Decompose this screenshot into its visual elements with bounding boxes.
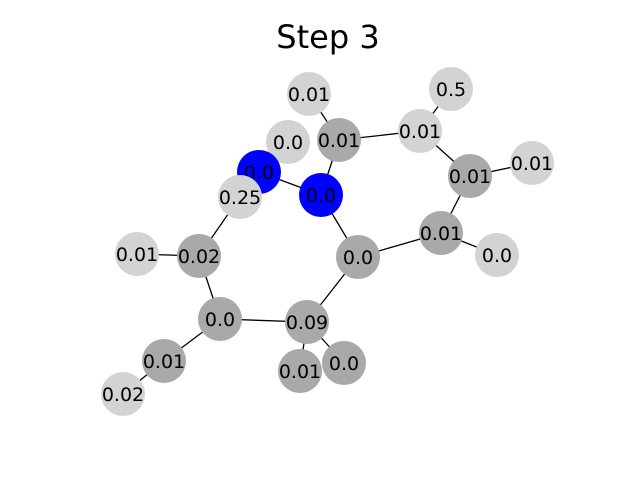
- graph-node: 0.25: [218, 175, 262, 219]
- node-label: 0.01: [116, 244, 158, 266]
- node-circle: [429, 67, 473, 111]
- node-circle: [510, 141, 554, 185]
- node-label: 0.02: [102, 384, 144, 406]
- node-layer: 0.01 0.5 0.0 0.01 0.01 0.01 0.0 0.01 0.25 0.0 0.01…: [101, 67, 554, 416]
- graph-node: 0.0: [266, 120, 310, 164]
- graph-node: 0.0: [475, 233, 519, 277]
- graph-node: 0.09: [285, 300, 329, 344]
- graph-node: 0.01: [398, 109, 442, 153]
- node-label: 0.0: [306, 185, 336, 207]
- node-circle: [322, 341, 366, 385]
- node-label: 0.01: [318, 130, 360, 152]
- graph-node: 0.0: [336, 235, 380, 279]
- graph-node: 0.0: [299, 173, 343, 217]
- node-label: 0.01: [449, 166, 491, 188]
- node-label: 0.0: [329, 353, 359, 375]
- node-circle: [317, 118, 361, 162]
- node-circle: [115, 232, 159, 276]
- node-circle: [419, 211, 463, 255]
- graph-node: 0.01: [448, 154, 492, 198]
- graph-node: 0.01: [142, 339, 186, 383]
- node-label: 0.0: [273, 132, 303, 154]
- node-circle: [448, 154, 492, 198]
- graph-node: 0.02: [101, 372, 145, 416]
- node-circle: [142, 339, 186, 383]
- graph-node: 0.01: [278, 349, 322, 393]
- node-label: 0.0: [343, 247, 373, 269]
- node-circle: [101, 372, 145, 416]
- node-circle: [198, 297, 242, 341]
- graph-node: 0.01: [317, 118, 361, 162]
- node-label: 0.01: [288, 84, 330, 106]
- node-label: 0.25: [219, 187, 261, 209]
- node-circle: [285, 300, 329, 344]
- node-label: 0.5: [436, 79, 466, 101]
- node-circle: [475, 233, 519, 277]
- node-label: 0.0: [482, 245, 512, 267]
- node-circle: [218, 175, 262, 219]
- node-label: 0.01: [143, 351, 185, 373]
- node-label: 0.01: [511, 153, 553, 175]
- node-circle: [177, 234, 221, 278]
- graph-node: 0.01: [419, 211, 463, 255]
- node-circle: [336, 235, 380, 279]
- node-label: 0.01: [420, 223, 462, 245]
- graph-node: 0.02: [177, 234, 221, 278]
- graph-node: 0.0: [198, 297, 242, 341]
- node-circle: [287, 72, 331, 116]
- node-label: 0.0: [205, 309, 235, 331]
- graph-node: 0.5: [429, 67, 473, 111]
- graph-node: 0.01: [287, 72, 331, 116]
- node-circle: [278, 349, 322, 393]
- graph-node: 0.0: [322, 341, 366, 385]
- node-label: 0.02: [178, 246, 220, 268]
- graph-node: 0.01: [510, 141, 554, 185]
- node-label: 0.01: [399, 121, 441, 143]
- node-label: 0.09: [286, 312, 328, 334]
- graph-node: 0.01: [115, 232, 159, 276]
- node-circle: [299, 173, 343, 217]
- node-circle: [266, 120, 310, 164]
- diagram-title: Step 3: [276, 18, 379, 56]
- node-label: 0.01: [279, 361, 321, 383]
- node-circle: [398, 109, 442, 153]
